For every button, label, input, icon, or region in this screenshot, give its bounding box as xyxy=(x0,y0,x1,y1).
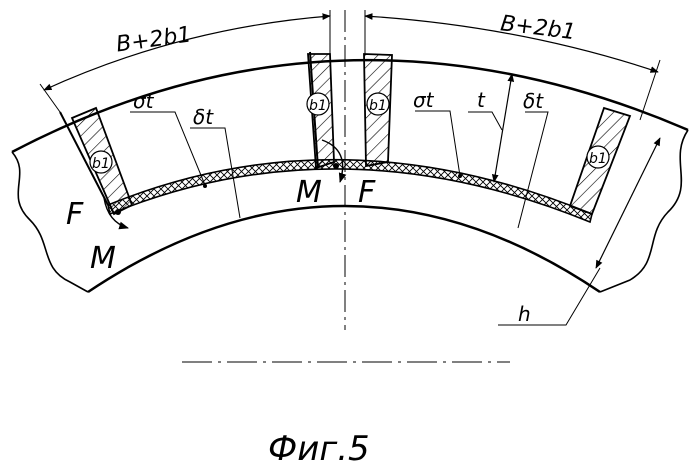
extension-line-1 xyxy=(40,84,60,112)
leader-t xyxy=(468,112,502,130)
delta-label-right: δt xyxy=(523,89,544,113)
b1-label: b1 xyxy=(589,151,607,167)
force-label-center: F xyxy=(358,175,376,210)
dimension-label-left: B+2b1 xyxy=(115,22,193,57)
b1-marker-left-inner: b1 xyxy=(307,93,329,115)
sigma-label-left: σt xyxy=(133,89,155,113)
b1-marker-right-outer: b1 xyxy=(587,146,609,168)
sigma-label-right: σt xyxy=(413,88,435,112)
moment-point-left xyxy=(115,209,121,215)
moment-point-center xyxy=(333,163,339,169)
t-dimension-line xyxy=(494,74,512,182)
b1-label: b1 xyxy=(369,98,387,114)
ring-outer-arc xyxy=(12,60,688,152)
leader-dot xyxy=(203,184,207,188)
t-label: t xyxy=(477,88,486,112)
moment-label-center: M xyxy=(296,175,322,210)
dimension-label-right: B+2b1 xyxy=(499,11,577,45)
h-label: h xyxy=(518,302,531,326)
lining-layer xyxy=(108,160,592,222)
b1-marker-left-outer: b1 xyxy=(90,151,112,173)
moment-label-left: M xyxy=(90,241,116,276)
figure-caption: Фиг.5 xyxy=(268,429,370,469)
ring-inner-arc xyxy=(88,206,600,292)
b1-label: b1 xyxy=(309,98,327,114)
delta-label-left: δt xyxy=(193,105,214,129)
leader-dot xyxy=(458,174,462,178)
leader-h xyxy=(498,268,600,325)
leader-delta-right xyxy=(518,112,548,228)
b1-marker-right-inner: b1 xyxy=(367,93,389,115)
b1-label: b1 xyxy=(92,156,110,172)
force-label-left: F xyxy=(66,197,84,232)
